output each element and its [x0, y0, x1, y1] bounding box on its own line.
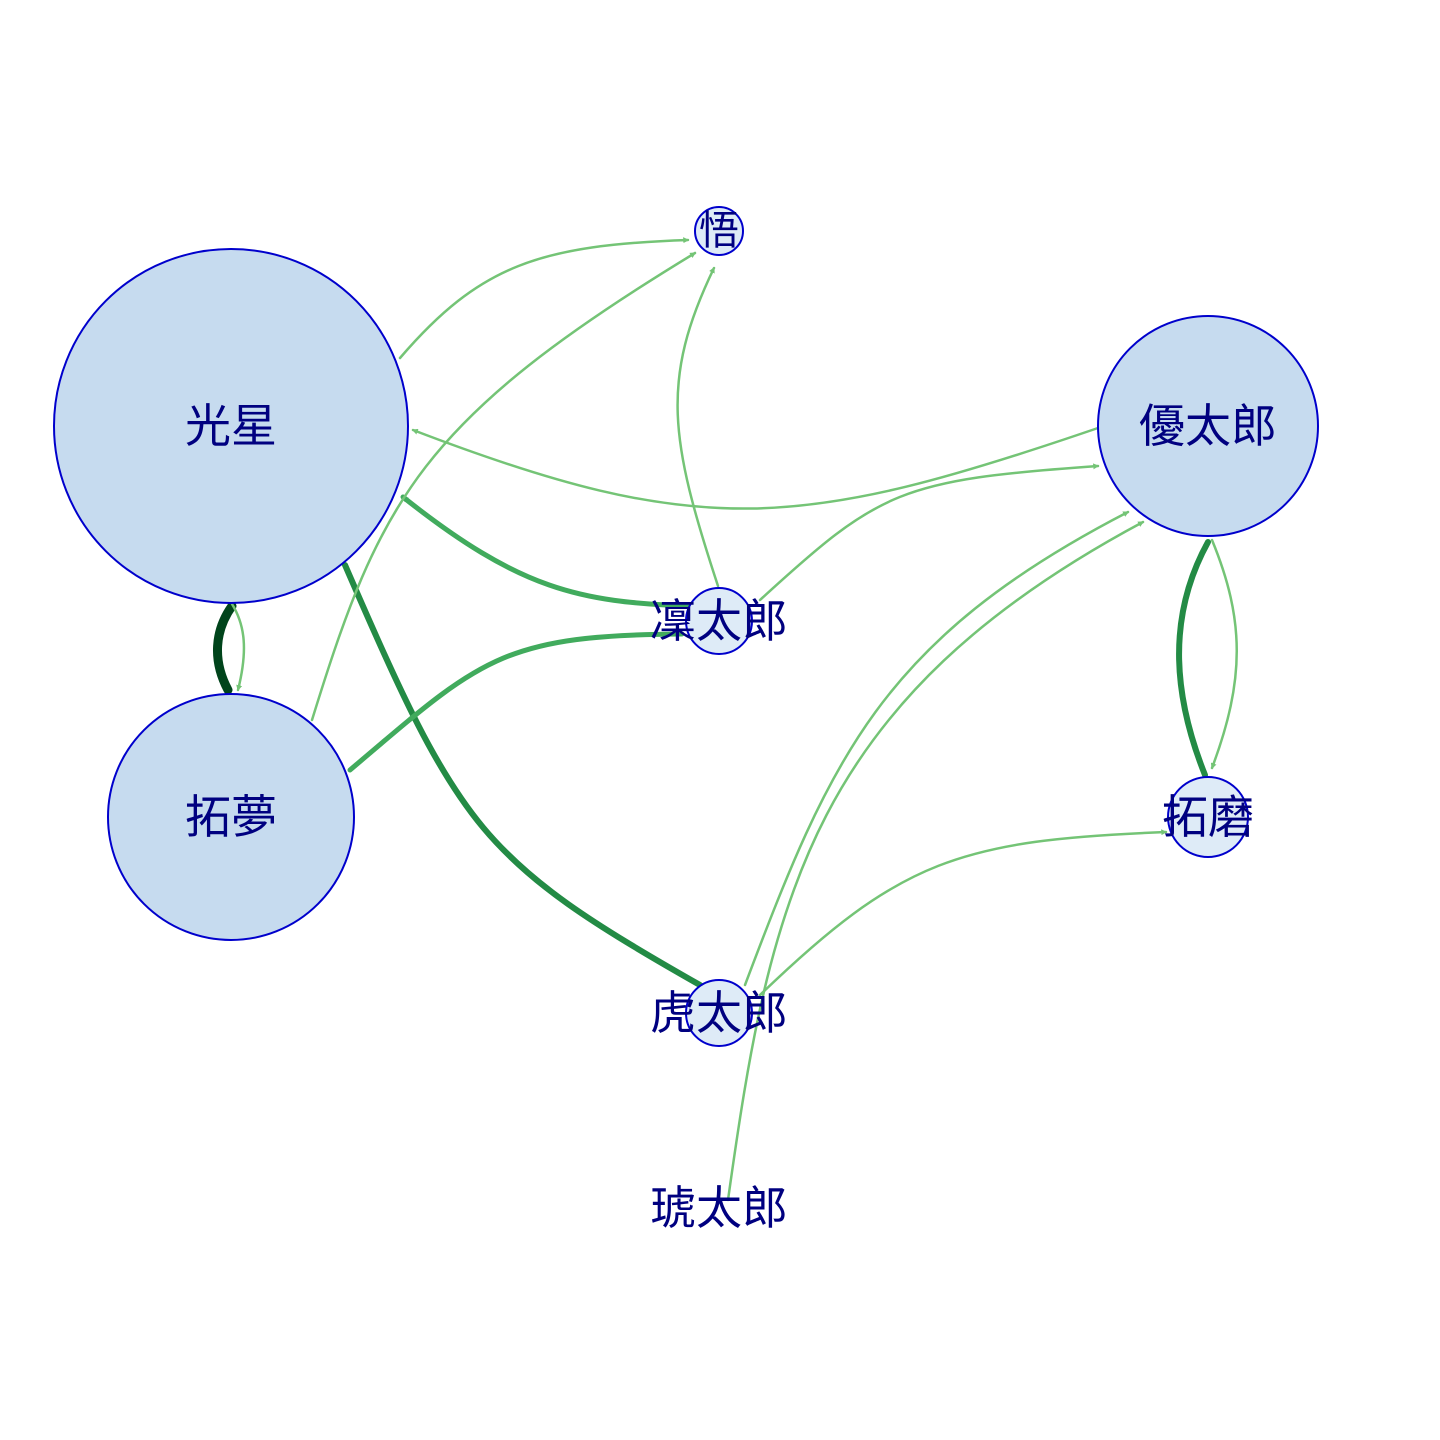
node-yutaro-circle	[1097, 315, 1319, 537]
node-satoru[interactable]: 悟	[694, 206, 744, 256]
node-rintaro[interactable]: 凜太郎	[650, 587, 788, 655]
edge-rintaro-yutaro	[758, 463, 1100, 602]
edge-rintaro-kosei	[400, 494, 691, 609]
node-takumu[interactable]: 拓夢	[107, 693, 355, 941]
node-satoru-label: 悟	[699, 208, 739, 254]
node-rintaro-label: 凜太郎	[650, 594, 788, 648]
edge-yutaro-kosei	[411, 426, 1100, 510]
edge-kotaro-yutaro	[743, 510, 1130, 987]
edge-takumu-satoru	[310, 251, 697, 722]
node-kotaro-circle	[685, 979, 753, 1047]
nodes: 光星 悟 優太郎 凜太郎 拓夢 拓磨 虎太郎 琥太郎	[53, 206, 1319, 1235]
node-yutaro[interactable]: 優太郎	[1097, 315, 1319, 537]
node-kotaro2[interactable]: 琥太郎	[650, 1181, 788, 1235]
edge-takuma-yutaro	[1176, 539, 1211, 778]
node-takumu-circle	[107, 693, 355, 941]
node-kosei-circle	[53, 248, 409, 604]
node-yutaro-label: 優太郎	[1139, 399, 1277, 453]
node-takuma-circle	[1167, 776, 1249, 858]
edge-rintaro-satoru	[676, 266, 720, 588]
node-kotaro2-label: 琥太郎	[650, 1181, 788, 1235]
edge-takumu-kosei	[213, 601, 237, 695]
edges	[213, 237, 1238, 1202]
node-takuma-label: 拓磨	[1162, 790, 1254, 844]
node-kotaro[interactable]: 虎太郎	[650, 979, 788, 1047]
node-kotaro-label: 虎太郎	[650, 986, 788, 1040]
node-takuma[interactable]: 拓磨	[1162, 776, 1254, 858]
edge-kosei-satoru	[398, 237, 690, 360]
node-satoru-circle	[694, 206, 744, 256]
node-rintaro-circle	[685, 587, 753, 655]
edge-kotaro2-yutaro	[726, 520, 1145, 1202]
edge-yutaro-takuma	[1210, 538, 1238, 770]
node-kosei-label: 光星	[185, 399, 277, 453]
node-takumu-label: 拓夢	[185, 790, 277, 844]
node-kosei[interactable]: 光星	[53, 248, 409, 604]
edge-kosei-takumu	[230, 602, 246, 692]
edge-kotaro-kosei	[342, 562, 703, 988]
edge-takumu-rintaro	[347, 631, 685, 773]
edge-kotaro-takuma	[758, 829, 1168, 997]
